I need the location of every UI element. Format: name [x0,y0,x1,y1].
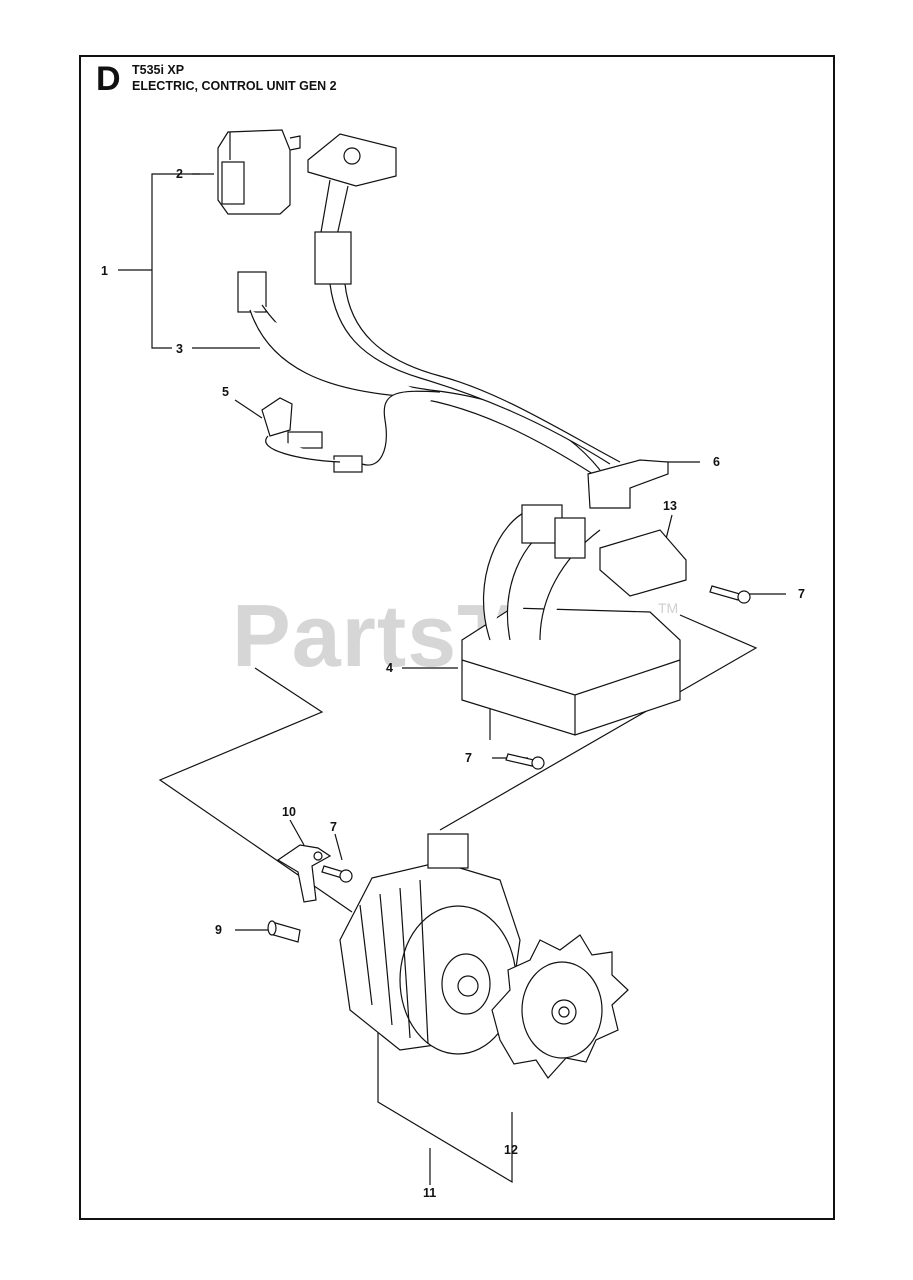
connector-5-part [261,390,441,473]
callout-11: 11 [423,1186,437,1200]
leader-10 [289,819,305,846]
callout-4: 4 [386,661,393,675]
switch-part [217,129,301,215]
motor-part [339,833,521,1055]
callout-7-right: 7 [798,587,805,601]
diagram-frame [79,55,835,1220]
callout-5: 5 [222,385,229,399]
leader-5 [234,399,263,419]
screw-9-part [267,920,301,943]
section-letter: D [96,60,121,98]
model-name: T535i XP [132,63,185,77]
callout-3: 3 [176,342,183,356]
callout-10: 10 [282,805,296,819]
harness-part [237,133,621,477]
callout-6: 6 [713,455,720,469]
callout-9: 9 [215,923,222,937]
leader-7-mid [334,833,343,861]
callout-12: 12 [504,1143,518,1157]
guide-line-left [158,667,353,913]
fan-part [491,934,629,1079]
control-unit-part [461,504,687,736]
diagram-title: ELECTRIC, CONTROL UNIT GEN 2 [132,79,337,93]
guide-line-right [439,614,758,831]
bracket-11-12 [377,1030,513,1184]
callout-1: 1 [101,264,108,278]
connector-6-part [587,459,669,509]
bracket-1 [151,173,200,349]
screw-parts [321,585,751,883]
bracket-10-part [276,844,332,903]
callout-13: 13 [663,499,677,513]
watermark-tm: TM [658,600,679,616]
callout-7-mid: 7 [330,820,337,834]
callout-2: 2 [176,167,183,181]
callout-7-lower: 7 [465,751,472,765]
